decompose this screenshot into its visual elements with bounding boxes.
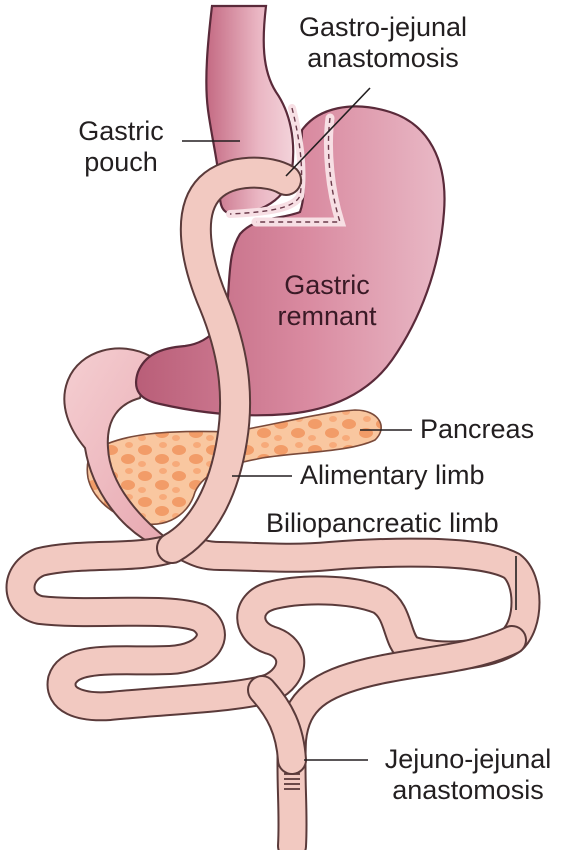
label-gastric-pouch-line1: Gastric bbox=[56, 116, 186, 147]
label-gastro-jejunal-line2: anastomosis bbox=[278, 43, 488, 74]
label-gastric-remnant-line2: remnant bbox=[262, 301, 392, 332]
label-gastro-jejunal-anastomosis: Gastro-jejunal anastomosis bbox=[278, 12, 488, 74]
label-alimentary-limb: Alimentary limb bbox=[300, 460, 485, 491]
common-channel bbox=[291, 640, 512, 846]
label-gastric-pouch: Gastric pouch bbox=[56, 116, 186, 178]
label-gastric-remnant-line1: Gastric bbox=[262, 270, 392, 301]
label-pancreas: Pancreas bbox=[420, 414, 534, 445]
label-biliopancreatic-limb: Biliopancreatic limb bbox=[266, 508, 499, 539]
label-jejuno-jejunal-anastomosis: Jejuno-jejunal anastomosis bbox=[368, 744, 568, 806]
label-jejuno-jejunal-line2: anastomosis bbox=[368, 775, 568, 806]
label-gastric-pouch-line2: pouch bbox=[56, 147, 186, 178]
label-jejuno-jejunal-line1: Jejuno-jejunal bbox=[368, 744, 568, 775]
label-gastric-remnant: Gastric remnant bbox=[262, 270, 392, 332]
label-gastro-jejunal-line1: Gastro-jejunal bbox=[278, 12, 488, 43]
